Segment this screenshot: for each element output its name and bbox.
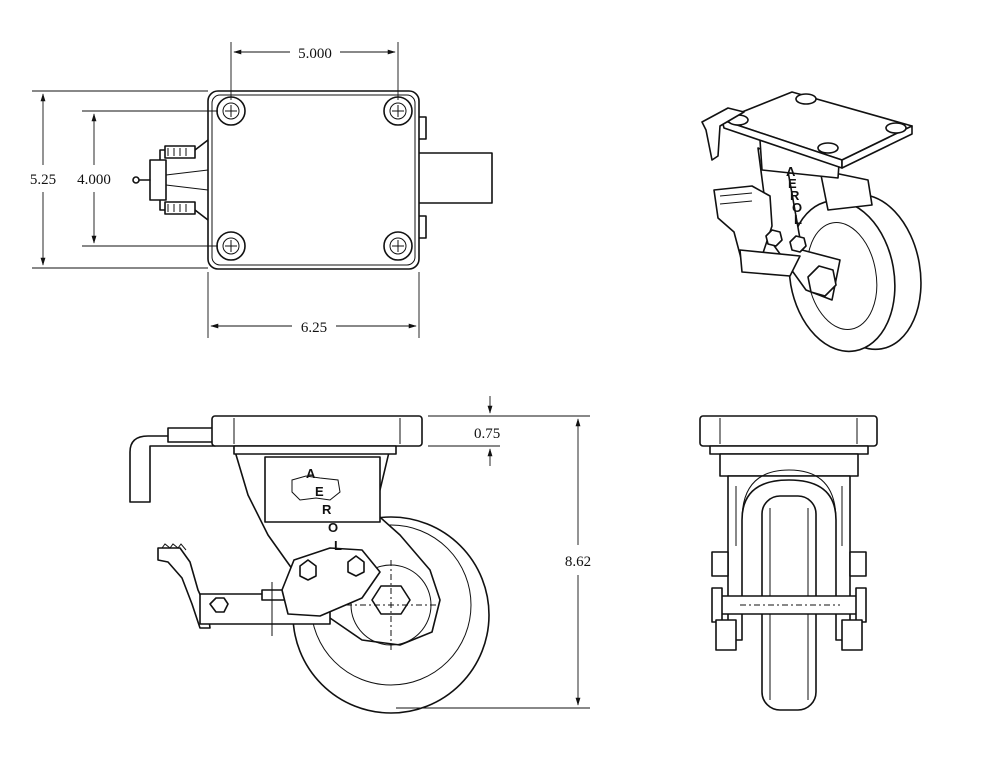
- svg-text:R: R: [790, 188, 800, 203]
- dim-label-625: 6.25: [301, 320, 327, 336]
- brake-mechanism-top: [132, 139, 209, 221]
- top-plate: [207, 90, 420, 270]
- dimension-bolt-spacing-long: 5.000: [230, 42, 399, 100]
- front-view: [699, 415, 878, 711]
- dim-label-075: 0.75: [474, 426, 500, 442]
- svg-text:O: O: [328, 520, 338, 535]
- iso-plate: [721, 91, 913, 161]
- side-logo: A E R O L: [291, 466, 342, 553]
- iso-logo: A E R O L: [786, 164, 802, 227]
- svg-text:L: L: [794, 212, 802, 227]
- svg-text:E: E: [788, 176, 797, 191]
- top-view: 5.000 5.25 4.000 6.25: [30, 42, 493, 338]
- svg-text:A: A: [306, 466, 316, 481]
- dimension-plate-width: 5.25: [30, 90, 208, 269]
- svg-text:L: L: [334, 538, 342, 553]
- dim-label-4000: 4.000: [77, 172, 111, 188]
- front-plate: [699, 415, 878, 447]
- dim-label-525: 5.25: [30, 172, 56, 188]
- dim-label-5000: 5.000: [298, 46, 332, 62]
- svg-text:A: A: [786, 164, 796, 179]
- svg-text:E: E: [315, 484, 324, 499]
- dimension-plate-thickness: 0.75: [428, 396, 500, 466]
- side-plate: [211, 415, 423, 447]
- svg-text:R: R: [322, 502, 332, 517]
- side-brake-lever: [157, 543, 381, 636]
- dimension-overall-height: 8.62: [396, 415, 591, 709]
- side-view: A E R O L 0.75 8.62: [129, 396, 591, 714]
- dim-label-862: 8.62: [565, 554, 591, 570]
- dimension-plate-length: 6.25: [207, 272, 420, 338]
- isometric-view: A E R O L: [701, 91, 922, 353]
- side-axle-nut: [371, 585, 411, 615]
- dimension-bolt-spacing-short: 4.000: [77, 110, 218, 247]
- svg-text:O: O: [792, 200, 802, 215]
